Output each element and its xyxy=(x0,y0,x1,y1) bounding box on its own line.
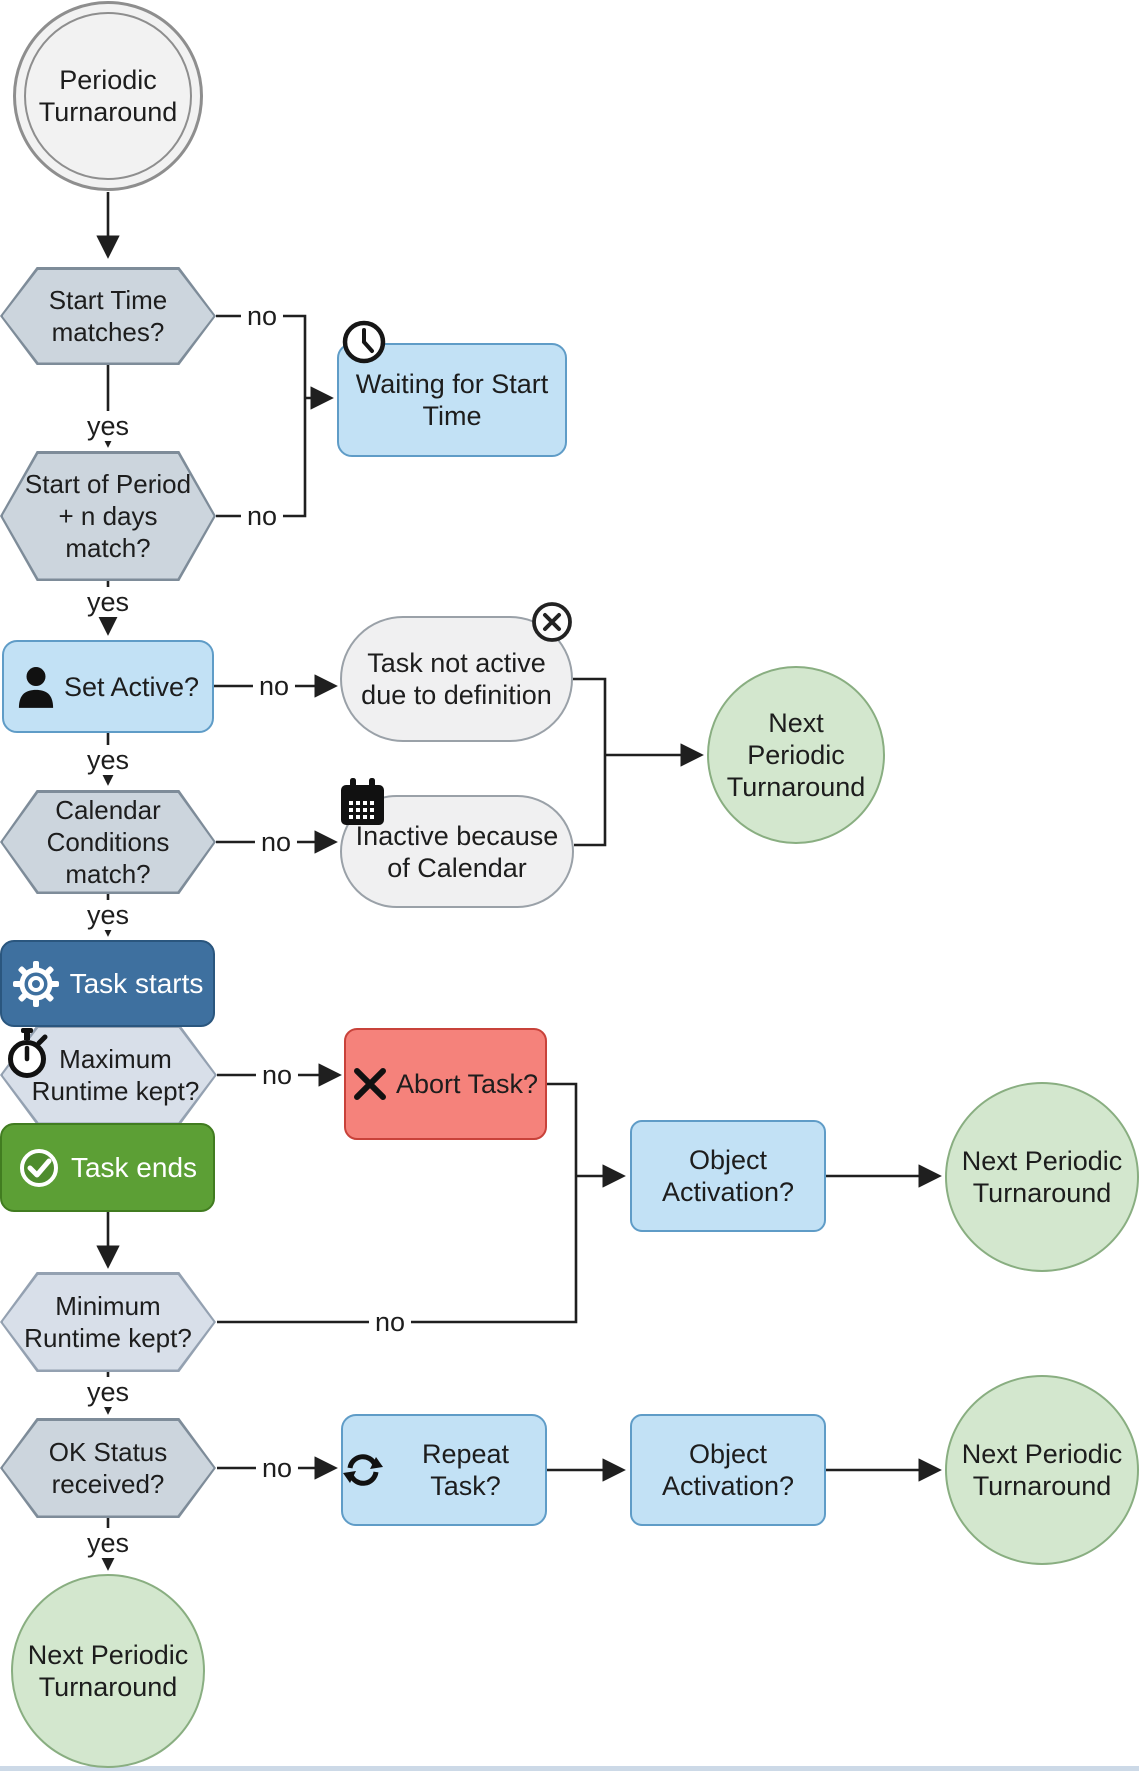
node-label: due to definition xyxy=(361,680,552,710)
terminator-task-not-active: Task not active due to definition xyxy=(340,616,573,742)
start-node-periodic-turnaround: Periodic Turnaround xyxy=(13,1,203,191)
node-label: OK Status xyxy=(48,1437,168,1467)
process-task-starts: Task starts xyxy=(0,940,215,1027)
node-label: + n days xyxy=(58,501,158,531)
process-abort-task: Abort Task? xyxy=(344,1028,547,1140)
node-label: Maximum xyxy=(59,1044,172,1074)
node-label: Turnaround xyxy=(38,1672,178,1702)
bottom-edge-strip xyxy=(0,1766,1139,1771)
edge-label-yes: yes xyxy=(80,587,136,617)
end-node-next-turnaround-bottom: Next Periodic Turnaround xyxy=(11,1574,205,1768)
decision-start-of-period: Start of Period + n days match? xyxy=(0,451,216,581)
edge-label-no: no xyxy=(240,301,284,331)
edge-label-no: no xyxy=(252,671,296,701)
node-label: match? xyxy=(65,859,151,889)
node-label: Object xyxy=(688,1439,768,1469)
node-label: Start of Period xyxy=(24,469,192,499)
node-label: Minimum xyxy=(55,1291,161,1321)
calendar-icon xyxy=(341,778,384,825)
clock-icon xyxy=(342,320,386,364)
x-icon xyxy=(353,1068,386,1100)
decision-start-time-matches: Start Time matches? xyxy=(0,267,216,365)
edge-label-yes: yes xyxy=(80,745,136,775)
node-label: Object xyxy=(688,1145,768,1175)
node-label: Task ends xyxy=(70,1151,198,1183)
node-label: Repeat Task? xyxy=(421,1439,510,1501)
node-label: Turnaround xyxy=(726,772,866,802)
cancel-icon xyxy=(532,602,572,642)
process-object-activation-2: Object Activation? xyxy=(630,1414,826,1526)
edge-label-no: no xyxy=(255,1060,299,1090)
edge-label-no: no xyxy=(368,1307,412,1337)
node-label: Conditions xyxy=(46,827,170,857)
end-node-next-turnaround-3: Next Periodic Turnaround xyxy=(945,1375,1139,1565)
node-label: Next Periodic xyxy=(961,1146,1123,1176)
node-label: Turnaround xyxy=(972,1471,1112,1501)
edge-label-no: no xyxy=(240,501,284,531)
edge-label-yes: yes xyxy=(80,1528,136,1558)
process-object-activation-1: Object Activation? xyxy=(630,1120,826,1232)
start-node-inner-ring xyxy=(24,12,192,180)
stopwatch-icon xyxy=(8,1028,48,1078)
decision-ok-status: OK Status received? xyxy=(0,1418,216,1518)
node-label: Runtime kept? xyxy=(31,1076,200,1106)
check-icon xyxy=(19,1148,58,1187)
node-label: Activation? xyxy=(661,1471,795,1501)
node-label: Inactive because xyxy=(355,820,559,851)
gear-icon xyxy=(12,960,59,1007)
process-repeat-task: Repeat Task? xyxy=(341,1414,547,1526)
edge-label-yes: yes xyxy=(80,900,136,930)
process-set-active: Set Active? xyxy=(2,640,214,733)
node-label: Task not active xyxy=(367,648,546,678)
process-waiting-for-start-time: Waiting for Start Time xyxy=(337,343,567,457)
edge-label-yes: yes xyxy=(80,1377,136,1407)
repeat-icon xyxy=(343,1454,383,1486)
node-label: Abort Task? xyxy=(395,1069,539,1099)
person-icon xyxy=(18,666,54,708)
node-label: matches? xyxy=(51,317,165,347)
edge-label-no: no xyxy=(254,827,298,857)
edge-label-no: no xyxy=(255,1453,299,1483)
node-label: Time xyxy=(422,401,482,431)
edge-label-yes: yes xyxy=(80,411,136,441)
node-label: received? xyxy=(51,1469,165,1499)
decision-calendar-conditions: Calendar Conditions match? xyxy=(0,790,216,894)
process-task-ends: Task ends xyxy=(0,1123,215,1212)
end-node-next-turnaround-1: Next Periodic Turnaround xyxy=(707,666,885,844)
node-label: Next Periodic xyxy=(27,1640,189,1670)
node-label: of Calendar xyxy=(387,852,527,883)
node-label: Periodic xyxy=(747,740,845,770)
node-label: Calendar xyxy=(55,795,161,825)
node-label: match? xyxy=(65,533,151,563)
node-label: Turnaround xyxy=(972,1178,1112,1208)
node-label: Waiting for Start xyxy=(355,369,549,399)
node-label: Activation? xyxy=(661,1177,795,1207)
node-label: Next Periodic xyxy=(961,1439,1123,1469)
node-label: Task starts xyxy=(69,967,204,999)
end-node-next-turnaround-2: Next Periodic Turnaround xyxy=(945,1082,1139,1272)
decision-minimum-runtime: Minimum Runtime kept? xyxy=(0,1272,216,1372)
node-label: Runtime kept? xyxy=(24,1323,192,1353)
node-label: Next xyxy=(768,708,824,738)
node-label: Set Active? xyxy=(63,671,200,702)
node-label: Start Time xyxy=(48,285,168,315)
